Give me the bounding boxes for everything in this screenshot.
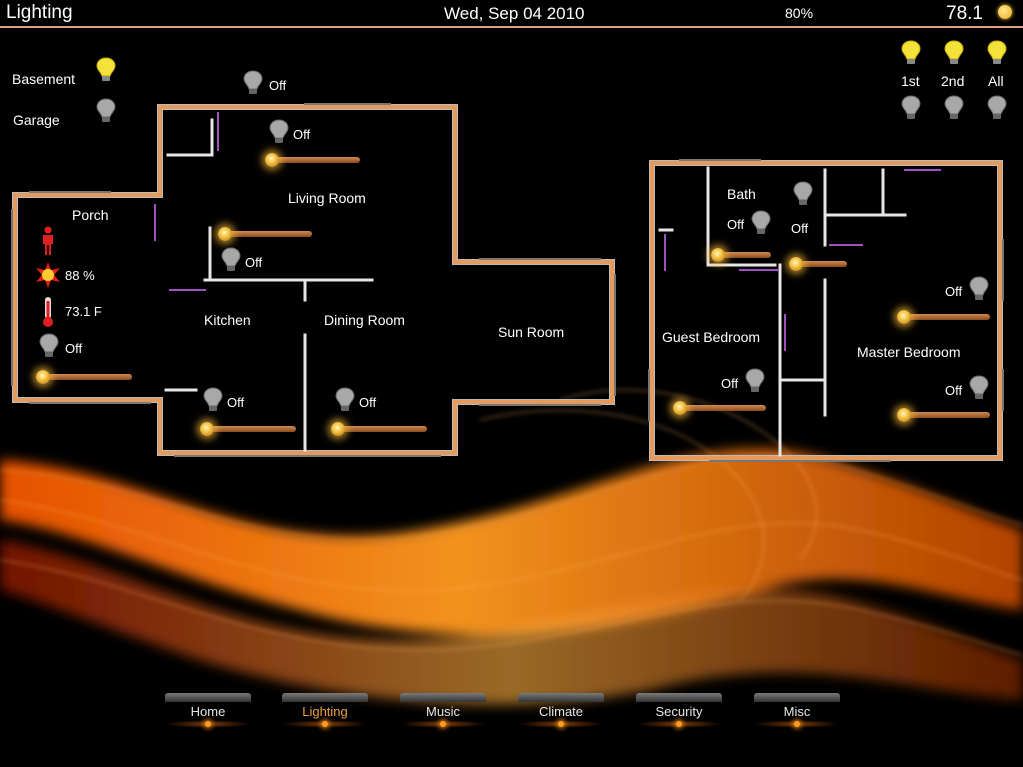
floor-1st-on-icon[interactable] xyxy=(900,40,922,66)
floor-1st-off-icon[interactable] xyxy=(900,95,922,121)
master-lower-dimmer-slider[interactable] xyxy=(897,408,990,422)
humidity-burst-icon xyxy=(36,262,60,288)
bath-dimmer-slider[interactable] xyxy=(711,248,771,262)
bath-right-bulb-off-icon[interactable] xyxy=(792,181,814,207)
percent-display: 80% xyxy=(785,5,814,21)
dining-bulb-off-icon[interactable] xyxy=(334,387,356,413)
porch-humidity: 88 % xyxy=(65,268,95,283)
nav-music-button[interactable]: Music xyxy=(400,693,486,729)
floor-2nd-off-icon[interactable] xyxy=(943,95,965,121)
porch-dimmer-slider[interactable] xyxy=(36,370,132,384)
living-status: Off xyxy=(293,127,311,142)
master-lower-status: Off xyxy=(945,383,963,398)
living-room-dimmer-slider[interactable] xyxy=(265,153,360,167)
kitchen-dimmer-slider[interactable] xyxy=(200,422,296,436)
porch-temperature: 73.1 F xyxy=(65,304,102,319)
garage-bulb-off-icon[interactable] xyxy=(95,98,117,124)
room-label-porch: Porch xyxy=(72,207,109,223)
room-label-living-room: Living Room xyxy=(288,190,366,206)
basement-bulb-on-icon[interactable] xyxy=(95,57,117,83)
kitchen-upper-status: Off xyxy=(245,255,263,270)
master-lower-bulb-off-icon[interactable] xyxy=(968,375,990,401)
hall-status: Off xyxy=(269,78,287,93)
kitchen-upper-bulb-off-icon[interactable] xyxy=(220,247,242,273)
dining-status: Off xyxy=(359,395,377,410)
master-upper-dimmer-slider[interactable] xyxy=(897,310,990,324)
room-label-master-bedroom: Master Bedroom xyxy=(857,344,961,360)
living-bulb-off-icon[interactable] xyxy=(268,119,290,145)
floor-all-off-icon[interactable] xyxy=(986,95,1008,121)
guest-status: Off xyxy=(721,376,739,391)
bath-bulb-off-icon[interactable] xyxy=(750,210,772,236)
basement-label: Basement xyxy=(12,71,76,87)
floor-2nd-on-icon[interactable] xyxy=(943,40,965,66)
master-upper-bulb-off-icon[interactable] xyxy=(968,276,990,302)
porch-bulb-off-icon[interactable] xyxy=(38,333,60,359)
guest-dimmer-slider[interactable] xyxy=(673,401,766,415)
porch-status: Off xyxy=(65,341,83,356)
room-label-dining-room: Dining Room xyxy=(324,312,405,328)
nav-lighting-button[interactable]: Lighting xyxy=(282,693,368,729)
floor-all-on-icon[interactable] xyxy=(986,40,1008,66)
thermometer-icon xyxy=(43,297,53,327)
kitchen-bulb-off-icon[interactable] xyxy=(202,387,224,413)
master-upper-status: Off xyxy=(945,284,963,299)
kitchen-status: Off xyxy=(227,395,245,410)
person-icon xyxy=(43,226,53,255)
sun-icon xyxy=(998,5,1012,19)
date-display: Wed, Sep 04 2010 xyxy=(444,4,585,23)
bath-right-dimmer-slider[interactable] xyxy=(789,257,847,271)
nav-security-button[interactable]: Security xyxy=(636,693,722,729)
page-title: Lighting xyxy=(6,2,73,23)
kitchen-upper-dimmer-slider[interactable] xyxy=(218,227,312,241)
floor-2nd-label: 2nd xyxy=(941,73,965,89)
top-bar: Lighting Wed, Sep 04 2010 80% 78.1 xyxy=(0,0,1023,28)
room-label-bath: Bath xyxy=(727,186,756,202)
nav-home-button[interactable]: Home xyxy=(165,693,251,729)
bath-status: Off xyxy=(727,217,745,232)
room-label-kitchen: Kitchen xyxy=(204,312,251,328)
garage-label: Garage xyxy=(13,112,60,128)
dining-dimmer-slider[interactable] xyxy=(331,422,427,436)
hall-bulb-off-icon[interactable] xyxy=(242,70,264,96)
nav-climate-button[interactable]: Climate xyxy=(518,693,604,729)
room-label-sun-room: Sun Room xyxy=(498,324,565,340)
room-label-guest-bedroom: Guest Bedroom xyxy=(662,329,761,345)
floor-1st-label: 1st xyxy=(901,73,920,89)
bath-right-status: Off xyxy=(791,221,809,236)
guest-bulb-off-icon[interactable] xyxy=(744,368,766,394)
floor-all-label: All xyxy=(988,73,1004,89)
nav-misc-button[interactable]: Misc xyxy=(754,693,840,729)
temperature-display: 78.1 xyxy=(946,3,983,24)
